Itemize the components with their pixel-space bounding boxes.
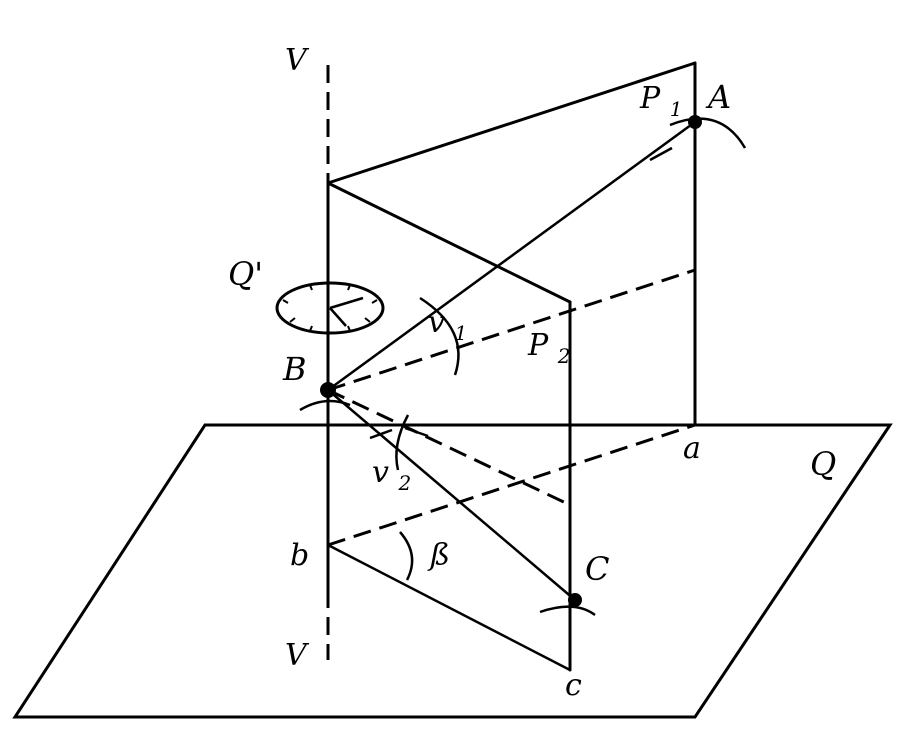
rotation-arrow-A — [669, 117, 747, 149]
label-plane-P2: P 2 — [527, 328, 570, 368]
label-angle-beta: ß — [427, 538, 450, 573]
label-plane-Q-prime: Q' — [228, 255, 263, 293]
label-angle-v2: v 2 — [372, 455, 411, 495]
label-angle-v1: v 1 — [428, 305, 467, 345]
rotation-arrow-C — [539, 605, 596, 617]
point-A-marker — [688, 115, 702, 129]
horizontal-plane-Q — [12, 423, 893, 719]
label-point-B: B — [282, 350, 307, 388]
label-plane-P1-sub: 1 — [670, 97, 683, 121]
label-proj-c: c — [565, 668, 582, 703]
horizontal-line-B-to-a-plane — [327, 268, 696, 392]
sight-line-B-to-C — [327, 389, 576, 601]
arc-v2 — [395, 414, 410, 471]
plane-P2-top-edge — [326, 181, 572, 304]
arc-beta — [399, 531, 414, 581]
arrow-mark-v2 — [369, 428, 393, 440]
label-plane-P1: P 1 — [639, 81, 682, 121]
limb-pointer-1 — [329, 296, 364, 310]
label-proj-b: b — [290, 538, 309, 573]
rotation-arrow-B — [299, 399, 351, 412]
point-C-marker — [568, 593, 582, 607]
label-vertical-bottom: V — [285, 638, 310, 673]
arc-v1 — [419, 296, 460, 376]
label-plane-P2-main: P — [527, 328, 549, 363]
projection-b-to-a — [327, 423, 696, 547]
label-angle-v2-sub: 2 — [398, 471, 412, 495]
limb-pointer-2 — [329, 307, 347, 327]
label-angle-v2-main: v — [372, 455, 389, 490]
point-B-marker — [320, 382, 336, 398]
sight-line-B-to-A — [327, 120, 696, 392]
label-proj-a: a — [683, 431, 701, 466]
arrow-mark-v2b — [404, 426, 429, 438]
arrow-mark-on-sight-A — [649, 146, 673, 162]
plane-P1-top-edge — [326, 61, 697, 185]
label-angle-v1-sub: 1 — [455, 321, 468, 345]
horizontal-circle-Q-prime — [275, 281, 385, 335]
label-point-A: A — [705, 78, 731, 116]
label-angle-v1-main: v — [428, 305, 445, 340]
label-plane-P1-main: P — [639, 81, 661, 116]
label-plane-P2-sub: 2 — [557, 344, 571, 368]
label-plane-Q: Q — [810, 445, 836, 483]
limb-ticks — [282, 284, 378, 332]
label-vertical-top: V — [285, 43, 310, 78]
label-point-C: C — [585, 550, 609, 588]
projection-b-to-c — [327, 543, 571, 672]
horizontal-line-B-to-c-plane — [327, 388, 571, 507]
